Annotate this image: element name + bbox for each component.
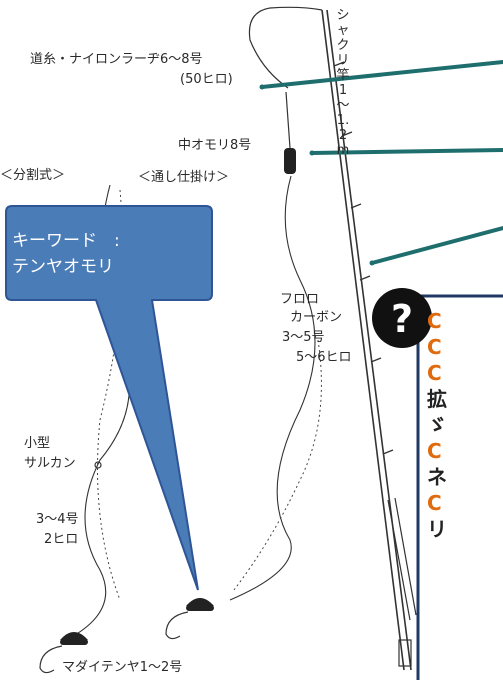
tenya-right bbox=[186, 598, 214, 606]
qbox-char-3: C bbox=[427, 361, 442, 385]
callout-text: キーワード : テンヤオモリ bbox=[12, 228, 202, 280]
callout-answer: テンヤオモリ bbox=[12, 257, 114, 277]
madai-tenya-label: マダイテンヤ1～2号 bbox=[62, 660, 183, 675]
leader-right-dotted bbox=[233, 339, 322, 591]
michiito-label: 道糸・ナイロンラーヂ6～8号 bbox=[30, 52, 203, 67]
fluoro-label-1: フロロ bbox=[280, 292, 320, 307]
naka-omori-label: 中オモリ8号 bbox=[178, 138, 252, 153]
question-mark-icon bbox=[372, 288, 432, 348]
question-box bbox=[416, 294, 503, 680]
hook-right bbox=[165, 611, 189, 640]
fluoro-label-2: カーボン bbox=[290, 310, 343, 325]
qbox-char-1: C bbox=[427, 309, 442, 333]
swivel bbox=[94, 461, 102, 469]
qbox-char-6: C bbox=[427, 439, 442, 463]
fishing-rod bbox=[248, 6, 417, 671]
callout-keyword: キーワード : bbox=[12, 231, 120, 251]
callout-bubble bbox=[5, 205, 213, 591]
size-label-1: 3～4号 bbox=[36, 512, 79, 527]
qbox-char-2: C bbox=[427, 335, 442, 359]
bunkatsu-label: ＜分割式＞ bbox=[0, 168, 66, 183]
hook-left bbox=[39, 645, 63, 674]
kogata-label-1: 小型 bbox=[24, 436, 51, 451]
rod-guides bbox=[333, 61, 394, 455]
leader-right bbox=[229, 175, 316, 601]
main-line bbox=[285, 91, 291, 149]
naka-omori-sinker bbox=[284, 148, 296, 174]
kogata-label-2: サルカン bbox=[24, 456, 76, 471]
shakuzao-label: シャクリ竿1～1.2m bbox=[336, 8, 350, 158]
qbox-char-5: ゞ bbox=[427, 413, 447, 437]
tooshi-label: ＜通し仕掛け＞ bbox=[138, 170, 230, 185]
michiito-length: (50ヒロ) bbox=[180, 72, 233, 87]
svg-text:?: ? bbox=[391, 297, 413, 341]
question-box-text: C C C 拡 ゞ C ネ C リ bbox=[427, 308, 467, 542]
qbox-char-4: 拡 bbox=[427, 387, 447, 411]
qbox-char-8: C bbox=[427, 491, 442, 515]
fluoro-label-3: 3～5号 bbox=[282, 330, 325, 345]
fluoro-label-4: 5～6ヒロ bbox=[296, 350, 352, 365]
pointer-lines bbox=[260, 60, 503, 265]
tenya-left bbox=[60, 632, 88, 640]
qbox-char-7: ネ bbox=[427, 465, 447, 489]
size-label-2: 2ヒロ bbox=[44, 532, 79, 547]
qbox-char-9: リ bbox=[427, 517, 447, 541]
